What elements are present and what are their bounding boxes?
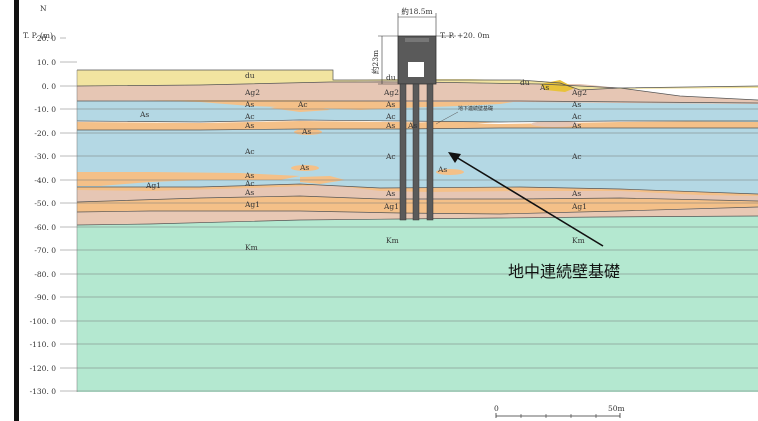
diaphragm-wall-1: [399, 83, 407, 221]
elevation-gridlines: [60, 37, 758, 392]
stratum-label-as: As: [539, 83, 549, 92]
tick-label: 10. 0: [37, 58, 56, 67]
pier-cap: [405, 38, 429, 42]
stratum-label-as: As: [571, 100, 581, 109]
stratum-label-as: As: [244, 171, 254, 180]
stratum-label-as: As: [301, 127, 311, 136]
as-lens-upper-mid: [270, 98, 330, 112]
stratum-label-as: As: [139, 110, 149, 119]
km-top: [77, 215, 758, 226]
bridge-pier-structure: [397, 35, 437, 221]
tick-label: -130. 0: [30, 387, 57, 396]
stratum-label-km: Km: [386, 236, 399, 245]
stratum-label-ag1: Ag1: [145, 181, 161, 190]
tick-label: -30. 0: [34, 152, 56, 161]
callout-label: 地中連続壁基礎: [508, 262, 620, 281]
as-lens-right-small: [436, 169, 464, 175]
stratum-label-as: As: [385, 189, 395, 198]
scale-bar: [495, 413, 621, 418]
scale-bar-zero: 0: [494, 404, 499, 413]
strata-labels: du du du Ag2 Ag2 Ag2 As As Ac As As Ac A…: [139, 71, 587, 252]
stratum-label-km: Km: [245, 243, 258, 252]
stratum-label-as: As: [244, 188, 254, 197]
stratum-label-ac: Ac: [571, 112, 582, 121]
tick-label: -50. 0: [34, 199, 56, 208]
stratum-label-ag2: Ag2: [244, 88, 260, 97]
small-annotation: 地下連続壁基礎: [458, 105, 493, 112]
tick-label: -40. 0: [34, 176, 56, 185]
stratum-label-ac: Ac: [571, 152, 582, 161]
tick-label: -10. 0: [34, 105, 56, 114]
as-lens-center-small: [291, 165, 319, 171]
height-dimension-label: 約23m: [370, 50, 380, 74]
annotation-leader: [435, 111, 459, 125]
stratum-label-as: As: [407, 121, 417, 130]
as-lens-left: [77, 172, 300, 186]
stratum-label-du: du: [520, 78, 530, 87]
stratum-label-ac: Ac: [385, 112, 396, 121]
stratum-label-ac: Ac: [297, 100, 308, 109]
stratum-label-as: As: [299, 163, 309, 172]
axis-unit-label: T. P. (m): [23, 31, 53, 40]
top-elevation-label: T. P. +20. 0m: [440, 31, 489, 40]
stratum-label-as: As: [244, 100, 254, 109]
stratum-label-ac: Ac: [244, 147, 255, 156]
stratum-label-ac: Ac: [385, 152, 396, 161]
tick-label: 0. 0: [42, 82, 57, 91]
north-mark: N: [40, 4, 47, 13]
km-stratum: [77, 224, 758, 392]
dimension-lines: [378, 13, 456, 85]
stratum-label-ag2: Ag2: [571, 88, 587, 97]
stratum-label-ag1: Ag1: [383, 202, 399, 211]
stratum-label-ag1: Ag1: [571, 202, 587, 211]
stratum-label-ag2: Ag2: [383, 88, 399, 97]
left-border: [14, 0, 19, 421]
tick-label: -120. 0: [30, 364, 57, 373]
stratum-label-as: As: [385, 121, 395, 130]
tick-label: -110. 0: [30, 340, 57, 349]
ag-lens-right: [531, 121, 579, 127]
tick-label: -90. 0: [34, 293, 56, 302]
fill-lens: [540, 80, 575, 92]
diaphragm-wall-2: [412, 83, 420, 221]
stratum-label-km: Km: [572, 236, 585, 245]
width-dimension-label: 約18.5m: [401, 6, 432, 16]
stratum-label-as: As: [571, 189, 581, 198]
diaphragm-wall-3: [426, 83, 434, 221]
stratum-label-ac: Ac: [244, 179, 255, 188]
tick-label: 20. 0: [37, 34, 56, 43]
scale-bar-end: 50m: [608, 404, 625, 413]
stratum-label-ag1: Ag1: [244, 200, 260, 209]
stratum-label-ac: Ac: [244, 112, 255, 121]
pier-opening: [408, 62, 424, 77]
stratum-label-du: du: [386, 73, 396, 82]
stratum-label-as: As: [571, 121, 581, 130]
stratum-label-as: As: [385, 100, 395, 109]
stratum-label-du: du: [245, 71, 255, 80]
tick-label: -70. 0: [34, 246, 56, 255]
stratum-label-as: As: [244, 121, 254, 130]
tick-label: -20. 0: [34, 129, 56, 138]
tick-label: -60. 0: [34, 223, 56, 232]
stratum-label-as: As: [437, 165, 447, 174]
as-lens-upper: [294, 129, 322, 135]
callout-arrow: [448, 152, 604, 247]
tick-label: -100. 0: [30, 317, 57, 326]
elevation-tick-labels: 20. 0 10. 0 0. 0 -10. 0 -20. 0 -30. 0 -4…: [30, 34, 57, 396]
tick-label: -80. 0: [34, 270, 56, 279]
